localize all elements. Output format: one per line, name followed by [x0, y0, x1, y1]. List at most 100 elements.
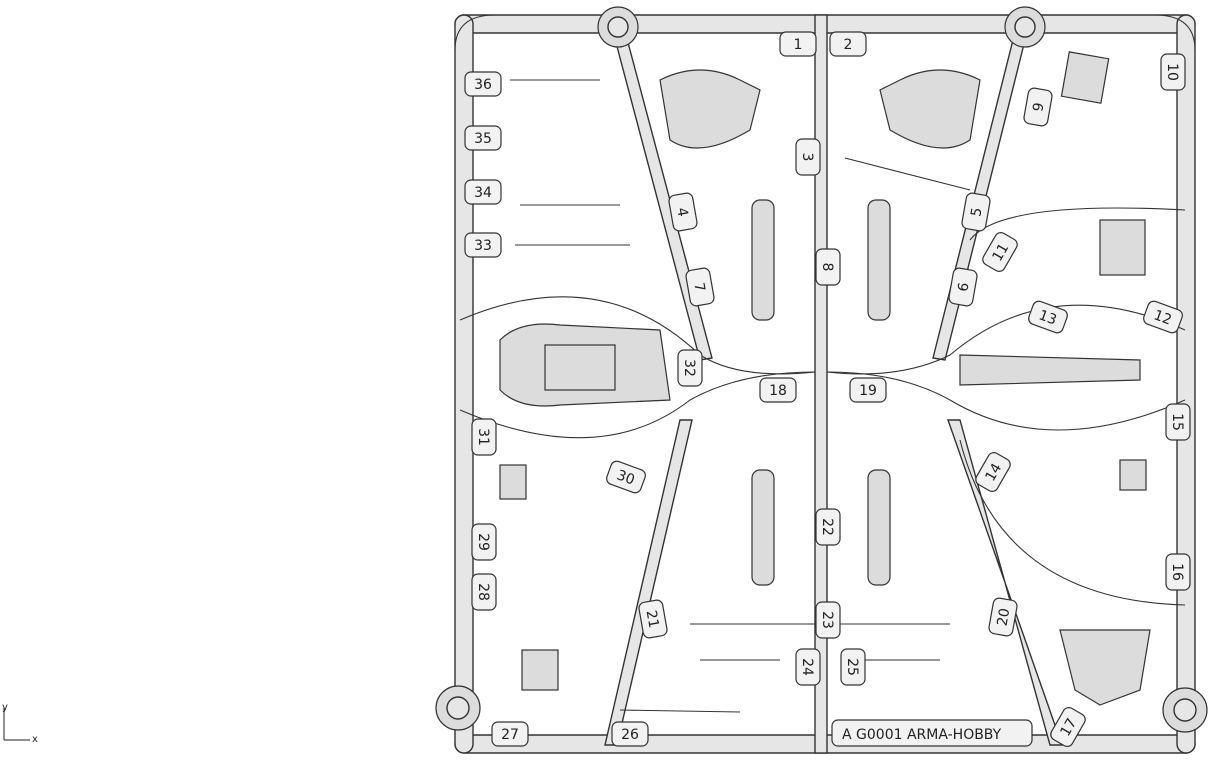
part-tag-1[interactable]: 1 — [779, 31, 817, 57]
part-tag-12[interactable]: 12 — [1142, 300, 1184, 335]
part-tag-32[interactable]: 32 — [677, 349, 703, 387]
part-tag-label: 5 — [968, 206, 985, 218]
part-tag-6[interactable]: 6 — [948, 267, 978, 307]
part-tag-label: 12 — [1152, 307, 1174, 328]
part-1-seat-left[interactable] — [659, 69, 761, 149]
part-engine-mount[interactable] — [959, 354, 1141, 386]
part-tag-10[interactable]: 10 — [1160, 53, 1186, 91]
part-tag-label: 23 — [819, 611, 835, 629]
part-tag-17[interactable]: 17 — [1049, 705, 1088, 748]
part-tag-29[interactable]: 29 — [471, 523, 497, 561]
part-tag-box — [1023, 87, 1053, 127]
part-tag-36[interactable]: 36 — [464, 71, 502, 97]
part-8-exhaust-right[interactable] — [867, 199, 891, 321]
part-tag-box — [975, 452, 1011, 492]
part-27-block[interactable] — [521, 649, 559, 691]
part-tag-label: 31 — [475, 428, 491, 446]
part-tag-box — [1160, 53, 1186, 91]
part-31-block[interactable] — [499, 464, 527, 500]
part-tag-label: 32 — [681, 359, 697, 377]
part-9-block[interactable] — [1060, 51, 1110, 104]
part-tag-label: 20 — [995, 607, 1014, 627]
part-tag-19[interactable]: 19 — [849, 377, 887, 403]
part-tag-label: 8 — [819, 263, 835, 272]
sprue-frame-right — [1176, 14, 1196, 754]
part-tag-label: 2 — [844, 37, 853, 53]
stamp-box — [831, 719, 1033, 747]
part-tag-8[interactable]: 8 — [815, 248, 841, 286]
part-tag-label: 25 — [844, 658, 860, 676]
part-8-exhaust-left[interactable] — [751, 199, 775, 321]
part-22-exhaust-left[interactable] — [751, 469, 775, 586]
part-tag-box — [840, 648, 866, 686]
part-tag-label: 4 — [673, 206, 690, 218]
part-tag-9[interactable]: 9 — [1023, 87, 1053, 127]
part-tag-box — [759, 377, 797, 403]
part-tag-label: 9 — [1030, 101, 1047, 113]
part-tag-23[interactable]: 23 — [815, 601, 841, 639]
part-tag-box — [471, 523, 497, 561]
part-tag-27[interactable]: 27 — [491, 721, 529, 747]
part-26-rod[interactable] — [619, 709, 741, 713]
part-tag-33[interactable]: 33 — [464, 232, 502, 258]
part-instrument-panel[interactable] — [1059, 629, 1151, 706]
sprue-stamp: A G0001 ARMA-HOBBY — [842, 727, 1002, 743]
part-5-rod[interactable] — [844, 157, 971, 191]
runner-curve-left-down — [459, 371, 816, 439]
part-tag-box — [638, 599, 668, 639]
part-tag-box — [815, 601, 841, 639]
part-22-exhaust-right[interactable] — [867, 469, 891, 586]
part-tag-label: 21 — [643, 609, 662, 629]
center-runner — [814, 14, 828, 754]
part-tag-box — [471, 573, 497, 611]
part-tag-label: 35 — [474, 131, 492, 147]
part-tag-25[interactable]: 25 — [840, 648, 866, 686]
part-tag-26[interactable]: 26 — [611, 721, 649, 747]
part-tag-label: 1 — [794, 37, 803, 53]
part-tag-box — [815, 248, 841, 286]
part-tag-35[interactable]: 35 — [464, 125, 502, 151]
y-axis-label: y — [2, 702, 8, 713]
part-tag-4[interactable]: 4 — [668, 192, 698, 232]
part-tag-label: 36 — [474, 77, 492, 93]
part-tag-14[interactable]: 14 — [974, 450, 1013, 493]
part-tag-2[interactable]: 2 — [829, 31, 867, 57]
part-tag-34[interactable]: 34 — [464, 179, 502, 205]
part-tag-box — [1165, 403, 1191, 441]
part-2-seat-right[interactable] — [879, 69, 981, 149]
part-tag-5[interactable]: 5 — [961, 192, 991, 232]
part-tag-22[interactable]: 22 — [815, 508, 841, 546]
part-tag-18[interactable]: 18 — [759, 377, 797, 403]
part-tag-box — [795, 138, 821, 176]
part-tag-label: 17 — [1057, 716, 1080, 739]
part-tag-30[interactable]: 30 — [605, 460, 647, 495]
part-tag-7[interactable]: 7 — [685, 267, 715, 307]
part-tag-21[interactable]: 21 — [638, 599, 668, 639]
part-tag-11[interactable]: 11 — [981, 230, 1020, 273]
frame-corner-tr — [1154, 14, 1196, 51]
part-tag-13[interactable]: 13 — [1027, 300, 1069, 335]
part-tag-box — [464, 71, 502, 97]
part-tag-20[interactable]: 20 — [988, 597, 1018, 637]
part-tag-box — [982, 232, 1018, 272]
part-tag-box — [779, 31, 817, 57]
part-tag-28[interactable]: 28 — [471, 573, 497, 611]
part-tag-3[interactable]: 3 — [795, 138, 821, 176]
part-tag-24[interactable]: 24 — [795, 648, 821, 686]
part-tag-label: 6 — [955, 281, 972, 293]
part-tag-box — [464, 232, 502, 258]
part-tag-label: 13 — [1037, 307, 1059, 328]
part-tag-31[interactable]: 31 — [471, 418, 497, 456]
gate-bottom-right-inner — [1173, 698, 1197, 722]
part-tag-label: 29 — [475, 533, 491, 551]
part-tag-box — [988, 597, 1018, 637]
part-15-block[interactable] — [1119, 459, 1147, 491]
part-tag-15[interactable]: 15 — [1165, 403, 1191, 441]
part-tag-box — [471, 418, 497, 456]
part-11-bracket[interactable] — [1099, 219, 1146, 276]
part-32-panel — [544, 344, 616, 391]
part-tag-16[interactable]: 16 — [1165, 553, 1191, 591]
part-tag-label: 33 — [474, 238, 492, 254]
